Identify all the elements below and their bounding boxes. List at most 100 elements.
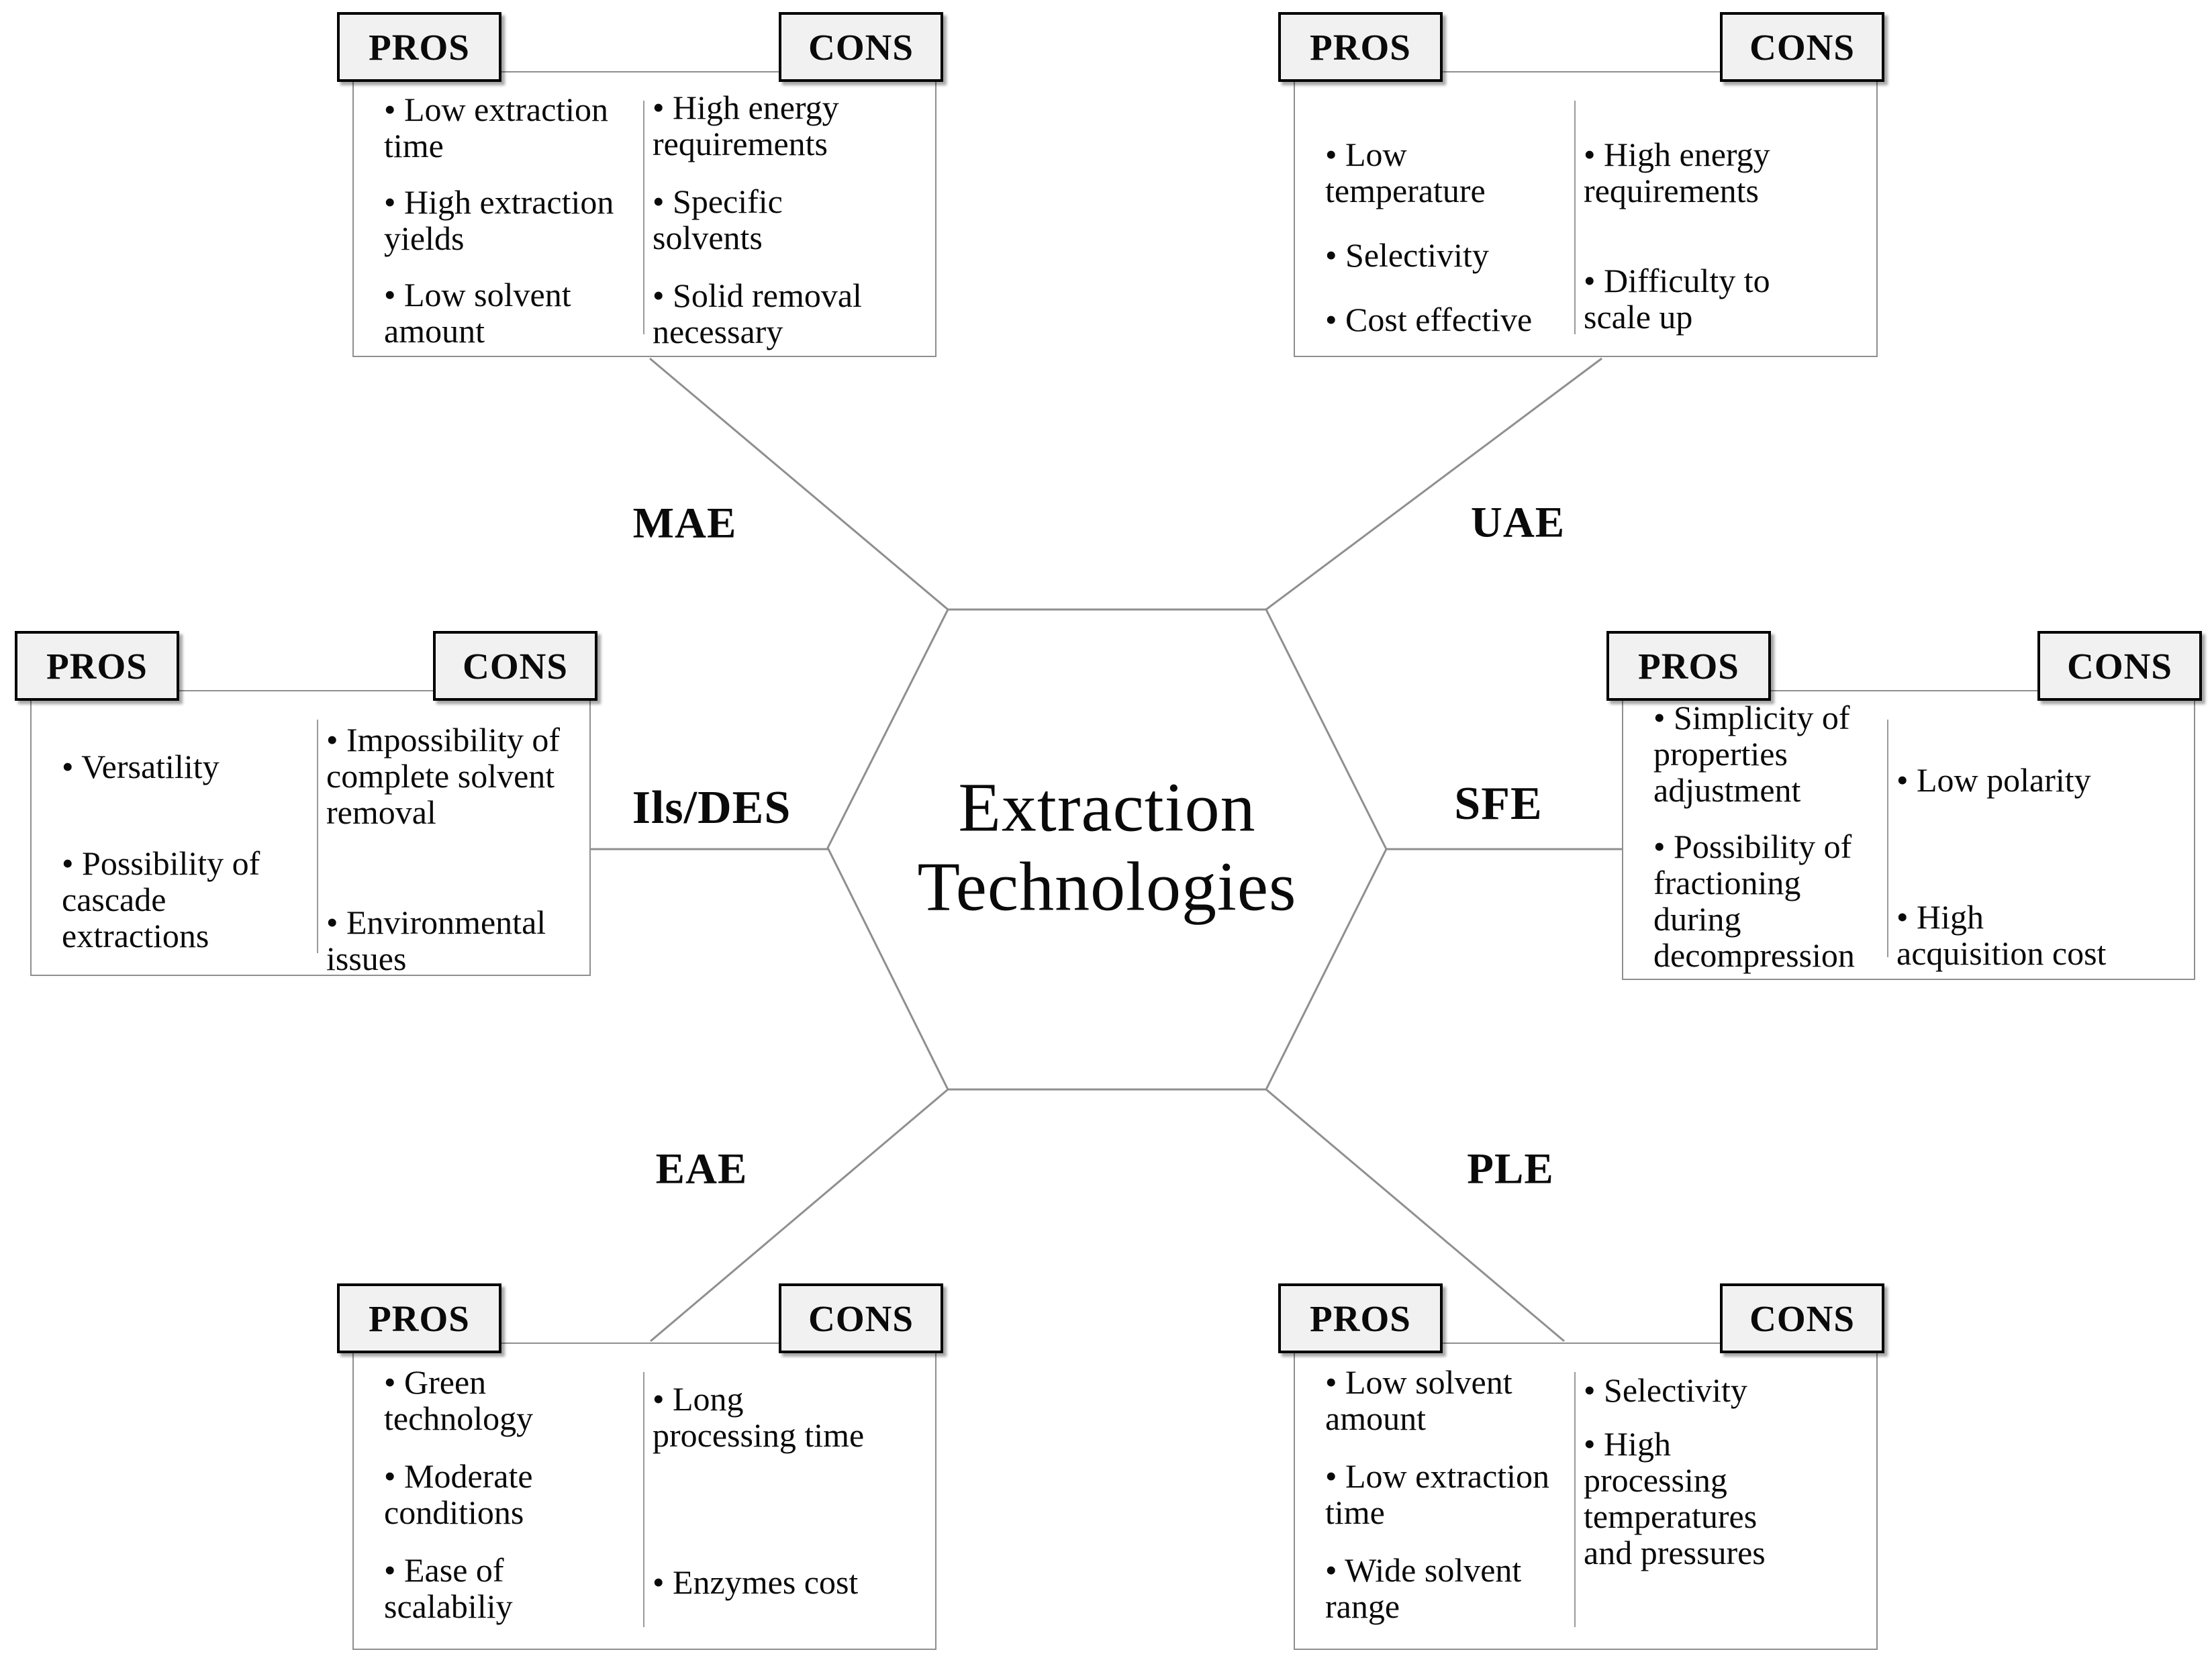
- bullet-line: complete solvent: [326, 757, 555, 795]
- pros-tab: PROS: [337, 12, 501, 82]
- bullet-line: yields: [384, 219, 465, 257]
- column-divider: [317, 720, 318, 953]
- bullet-line: scalabiliy: [384, 1588, 513, 1625]
- bullet-line: processing: [1584, 1461, 1727, 1499]
- bullet-line: amount: [1325, 1400, 1426, 1437]
- cons-tab: CONS: [779, 1283, 943, 1353]
- bullet-line: time: [1325, 1494, 1385, 1531]
- bullet-line: • Solid removal: [653, 277, 862, 314]
- column-divider: [643, 1372, 644, 1627]
- bullet-line: • Wide solvent: [1325, 1551, 1522, 1589]
- bullet-line: removal: [326, 793, 436, 831]
- bullet-line: • Difficulty to: [1584, 262, 1770, 299]
- cons-tab: CONS: [1720, 1283, 1884, 1353]
- bullet-line: • Low solvent: [384, 276, 571, 313]
- column-divider: [643, 101, 644, 334]
- pros-tab: PROS: [1278, 12, 1443, 82]
- bullet-line: fractioning: [1653, 864, 1801, 901]
- bullet-item: • Selectivity: [1584, 1372, 1871, 1408]
- bullet-line: conditions: [384, 1494, 524, 1531]
- bullet-line: • Moderate: [384, 1457, 533, 1495]
- column-divider: [1887, 720, 1888, 957]
- branch-label-ilsdes: Ils/DES: [632, 782, 791, 834]
- bullet-line: scale up: [1584, 298, 1693, 336]
- bullet-line: • Ease of: [384, 1551, 504, 1589]
- connector-uae: [1265, 357, 1602, 611]
- bullet-line: • Versatility: [62, 748, 220, 785]
- column-divider: [1574, 1372, 1576, 1627]
- bullet-line: decompression: [1653, 936, 1855, 974]
- bullet-line: processing time: [653, 1416, 865, 1454]
- bullet-line: • Cost effective: [1325, 301, 1533, 338]
- cons-tab: CONS: [433, 631, 597, 701]
- bullet-line: • Impossibility of: [326, 721, 561, 759]
- bullet-line: • Specific: [653, 183, 783, 220]
- column-divider: [1574, 101, 1576, 334]
- bullet-line: • Selectivity: [1325, 236, 1489, 274]
- connector-ple: [1265, 1088, 1565, 1342]
- bullet-line: • Possibility of: [62, 844, 260, 882]
- bullet-line: • High energy: [653, 89, 839, 126]
- bullet-line: acquisition cost: [1896, 934, 2107, 972]
- cons-tab: CONS: [779, 12, 943, 82]
- bullet-line: • High: [1584, 1425, 1672, 1463]
- bullet-line: • Simplicity of: [1653, 699, 1850, 736]
- bullet-line: • Enzymes cost: [653, 1563, 859, 1601]
- bullet-line: properties: [1653, 735, 1788, 773]
- pros-tab: PROS: [1606, 631, 1771, 701]
- bullet-line: temperatures: [1584, 1498, 1758, 1535]
- branch-label-eae: EAE: [655, 1144, 748, 1193]
- bullet-line: amount: [384, 312, 485, 350]
- cons-tab: CONS: [1720, 12, 1884, 82]
- center-title: Extraction Technologies: [917, 769, 1297, 925]
- bullet-line: technology: [384, 1400, 534, 1437]
- bullet-line: • Green: [384, 1363, 487, 1401]
- bullet-line: solvents: [653, 219, 763, 256]
- bullet-line: extractions: [62, 917, 209, 955]
- bullet-line: issues: [326, 940, 407, 977]
- bullet-line: • Low polarity: [1896, 761, 2091, 799]
- bullet-line: • Low extraction: [1325, 1457, 1550, 1495]
- bullet-line: • High energy: [1584, 136, 1770, 173]
- connector-eae: [650, 1088, 949, 1342]
- bullet-line: cascade: [62, 881, 166, 918]
- bullet-line: • High extraction: [384, 183, 614, 221]
- bullet-line: • Selectivity: [1584, 1371, 1747, 1409]
- bullet-line: adjustment: [1653, 771, 1801, 809]
- bullet-line: • Long: [653, 1380, 744, 1418]
- bullet-item: • Enzymes cost: [653, 1564, 930, 1600]
- bullet-line: and pressures: [1584, 1534, 1766, 1571]
